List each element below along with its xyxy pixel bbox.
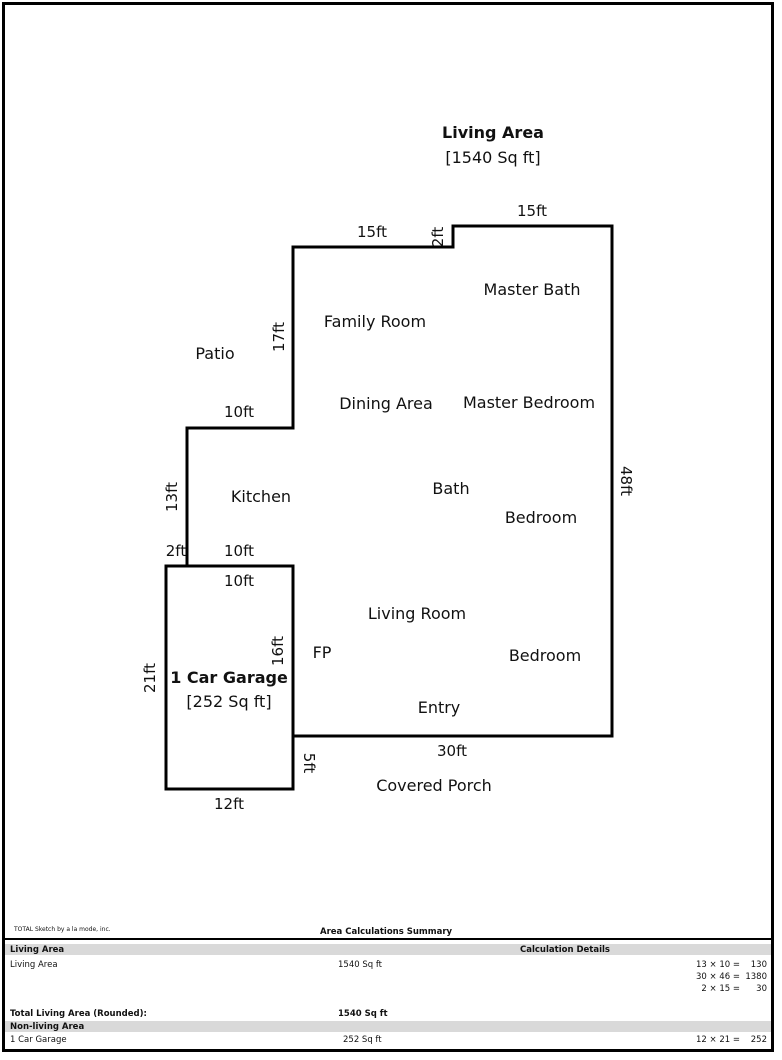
dimension-label: 10ft xyxy=(224,542,254,560)
room-kitchen: Kitchen xyxy=(231,487,291,506)
garage-calc-line: 12 × 21 = 252 xyxy=(695,1035,767,1045)
room-master-bath: Master Bath xyxy=(484,280,581,299)
area-calculations-summary: Living Area Calculation Details Living A… xyxy=(5,938,771,1052)
room-family-room: Family Room xyxy=(324,312,426,331)
room-bedroom: Bedroom xyxy=(509,646,581,665)
dimension-label: 16ft xyxy=(269,636,287,666)
room-patio: Patio xyxy=(195,344,234,363)
living-area-title: Living Area xyxy=(442,123,544,142)
living-area-row-value: 1540 Sq ft xyxy=(338,960,383,970)
dimension-label: 15ft xyxy=(517,202,547,220)
garage-row-value: 252 Sq ft xyxy=(343,1035,382,1045)
dimension-label: 5ft xyxy=(300,753,318,774)
room-bath: Bath xyxy=(432,479,469,498)
calc-line: 2 × 15 = 30 xyxy=(701,984,767,994)
dimension-label: 15ft xyxy=(357,223,387,241)
software-credit: TOTAL Sketch by a la mode, inc. xyxy=(14,926,111,933)
calculation-details-header: Calculation Details xyxy=(520,945,610,955)
garage-outline xyxy=(164,564,295,791)
dimension-label: 12ft xyxy=(214,795,244,813)
dimension-label: 48ft xyxy=(617,466,635,496)
dimension-label: 30ft xyxy=(437,742,467,760)
room-covered-porch: Covered Porch xyxy=(376,776,492,795)
total-living-value: 1540 Sq ft xyxy=(338,1009,388,1019)
garage-sqft: [252 Sq ft] xyxy=(186,692,271,711)
dimension-label: 21ft xyxy=(141,663,159,693)
floor-plan: Living Area [1540 Sq ft] 1 Car Garage [2… xyxy=(141,123,635,813)
calc-line: 30 × 46 = 1380 xyxy=(695,972,767,982)
calc-line: 13 × 10 = 130 xyxy=(695,960,767,970)
room-bedroom: Bedroom xyxy=(505,508,577,527)
room-dining-area: Dining Area xyxy=(339,394,433,413)
non-living-band xyxy=(5,1021,771,1032)
dimension-label: 2ft xyxy=(429,227,447,248)
dimension-label: 10ft xyxy=(224,572,254,590)
dimension-label: 17ft xyxy=(270,322,288,352)
room-entry: Entry xyxy=(418,698,461,717)
dimension-label: 10ft xyxy=(224,403,254,421)
living-area-sqft: [1540 Sq ft] xyxy=(445,148,540,167)
room-master-bedroom: Master Bedroom xyxy=(463,393,595,412)
garage-row-label: 1 Car Garage xyxy=(10,1035,67,1045)
living-area-row-label: Living Area xyxy=(10,960,58,970)
fireplace-label: FP xyxy=(313,643,332,662)
total-living-label: Total Living Area (Rounded): xyxy=(10,1009,147,1019)
summary-title: Area Calculations Summary xyxy=(320,927,453,937)
dimension-label: 2ft xyxy=(166,542,187,560)
living-area-header: Living Area xyxy=(10,945,65,955)
dimension-label: 13ft xyxy=(163,482,181,512)
non-living-header: Non-living Area xyxy=(10,1022,85,1032)
page-border xyxy=(2,2,774,1052)
summary-header-band xyxy=(5,944,771,955)
room-living-room: Living Room xyxy=(368,604,466,623)
garage-title: 1 Car Garage xyxy=(170,668,288,687)
